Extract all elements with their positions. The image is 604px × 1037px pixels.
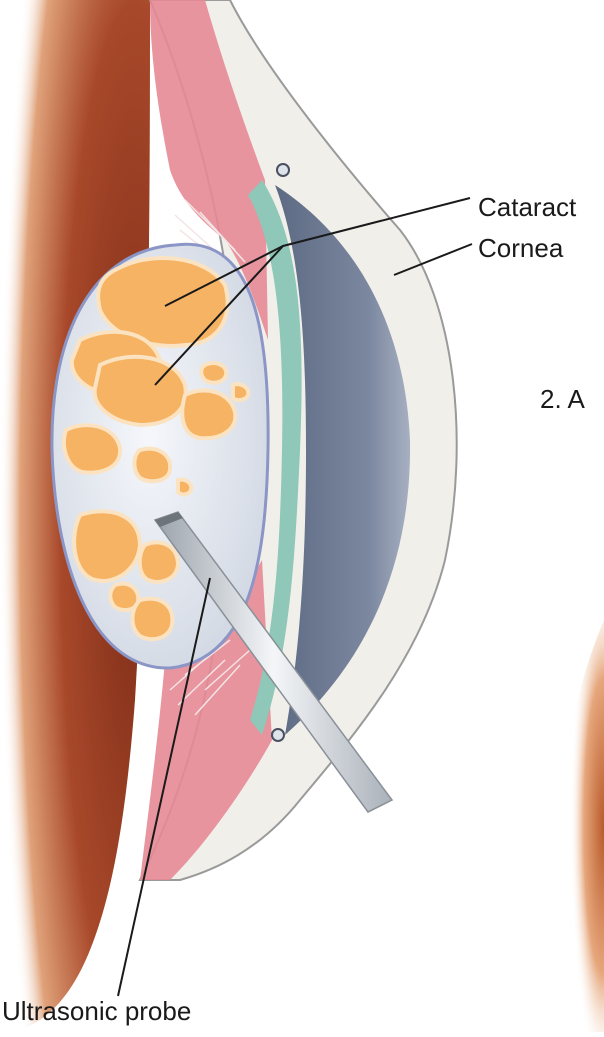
upper-marker	[277, 164, 289, 176]
cornea-label: Cornea	[478, 233, 563, 264]
cataract-label: Cataract	[478, 192, 576, 223]
ultrasonic-probe-label: Ultrasonic probe	[2, 996, 191, 1027]
step-label: 2. A	[540, 384, 585, 415]
lower-marker	[272, 729, 284, 741]
adjacent-panel-globe	[548, 620, 604, 1032]
